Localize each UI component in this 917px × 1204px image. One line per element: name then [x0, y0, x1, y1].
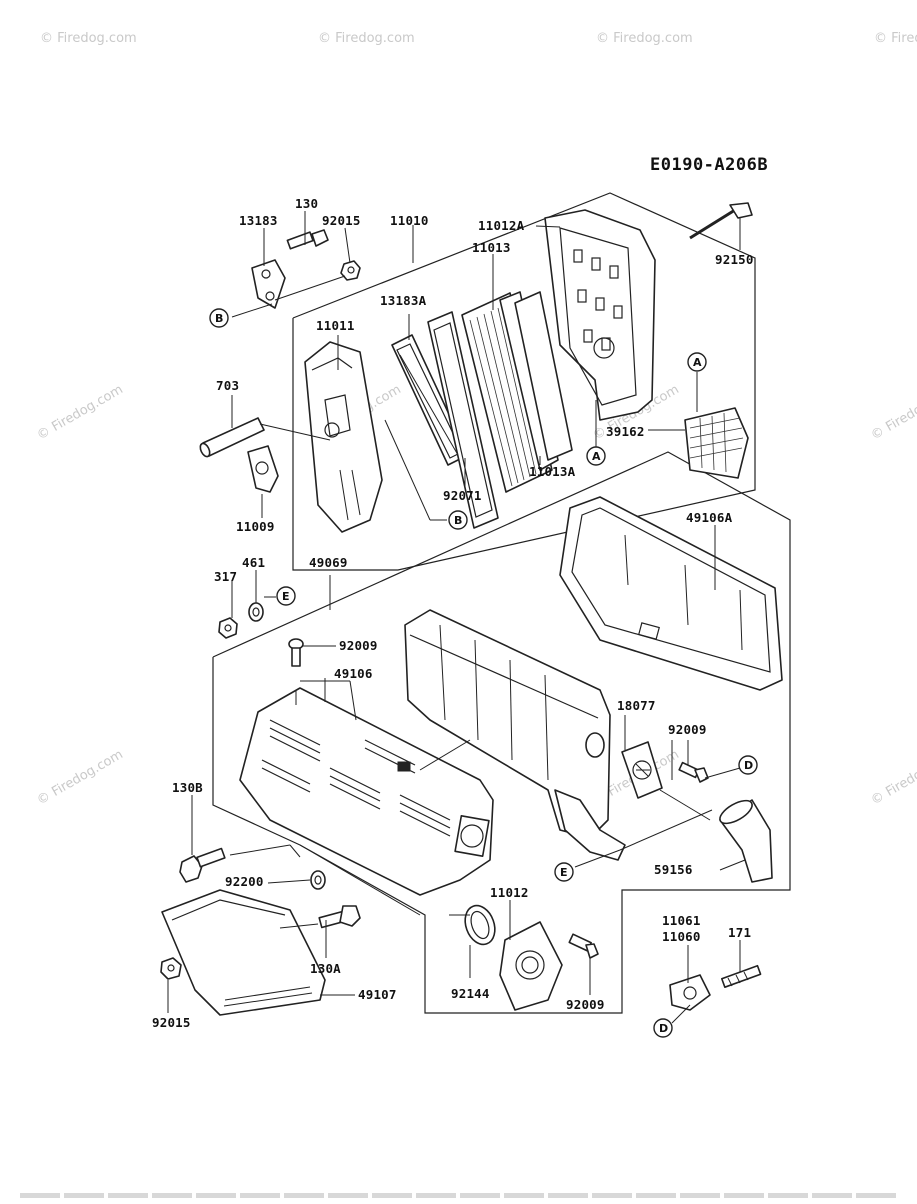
heat-shield-49106A-part: [560, 497, 782, 690]
svg-text:B: B: [215, 312, 223, 325]
part-label: 92200: [225, 874, 264, 889]
callout-a-lower: A: [587, 447, 605, 465]
part-label: 11009: [236, 519, 275, 534]
gasket-11009-part: [248, 446, 278, 492]
svg-text:A: A: [693, 356, 702, 369]
part-label: 13183: [239, 213, 278, 228]
watermark-text: © Firedog.com: [596, 31, 693, 46]
part-label: 49107: [358, 987, 397, 1002]
part-label: 49069: [309, 555, 348, 570]
part-label: 92009: [668, 722, 707, 737]
part-label: 39162: [606, 424, 645, 439]
wing-bolt-92150-part: [690, 203, 752, 238]
part-label: 11011: [316, 318, 355, 333]
nut-317-part: [219, 618, 237, 638]
watermark-text: © Firedog.com: [874, 31, 917, 46]
svg-text:D: D: [659, 1022, 668, 1035]
bolt-130A-part: [319, 906, 360, 927]
part-label: 92150: [715, 252, 754, 267]
callout-b-lower: B: [449, 511, 467, 529]
watermark-text: © Firedog.com: [35, 747, 126, 808]
washer-92200-part: [311, 871, 325, 889]
part-label: 130A: [310, 961, 341, 976]
part-label: 92015: [322, 213, 361, 228]
watermark-text: © Firedog.com: [318, 31, 415, 46]
washer-461-part: [249, 603, 263, 621]
part-label: 11061: [662, 913, 701, 928]
watermark-text: © Firedog.com: [35, 382, 126, 443]
part-label: 703: [216, 378, 239, 393]
part-label: 11060: [662, 929, 701, 944]
part-label: 317: [214, 569, 237, 584]
watermark-text: © Firedog.com: [869, 747, 917, 808]
cover-11012A-part: [545, 210, 655, 420]
part-label: 92009: [339, 638, 378, 653]
svg-text:A: A: [592, 450, 601, 463]
callout-d-lower: D: [654, 1019, 672, 1037]
part-label: 11012: [490, 885, 529, 900]
gasket-11061-part: [670, 975, 710, 1010]
part-label: 11013A: [529, 464, 576, 479]
part-label: 13183A: [380, 293, 427, 308]
part-label: 92071: [443, 488, 482, 503]
part-label: 92015: [152, 1015, 191, 1030]
part-label: 92144: [451, 986, 490, 1001]
page-bottom-edge: [20, 1193, 900, 1198]
part-label: 171: [728, 925, 751, 940]
watermark-text: © Firedog.com: [40, 31, 137, 46]
nut-92015-top-part: [341, 261, 360, 280]
part-label: 130: [295, 196, 318, 211]
nut-92015-bottom-part: [161, 958, 181, 979]
callout-d-upper: D: [739, 756, 757, 774]
diagram-code: E0190-A206B: [650, 155, 768, 175]
callout-e-lower: E: [555, 863, 573, 881]
screen-39162-part: [685, 408, 748, 478]
part-label: 11012A: [478, 218, 525, 233]
clamp-92144-part: [460, 901, 500, 948]
watermark-text: © Firedog.com: [869, 382, 917, 443]
callout-a-upper: A: [688, 353, 706, 371]
part-label: 11010: [390, 213, 429, 228]
part-label: 49106: [334, 666, 373, 681]
elbow-pipe-59156-part: [716, 796, 772, 882]
svg-text:D: D: [744, 759, 753, 772]
bracket-13183-part: [252, 260, 285, 308]
part-label: 130B: [172, 780, 203, 795]
bolt-130B-part: [180, 849, 225, 882]
bolt-92009-b-part: [679, 763, 708, 782]
bolt-130-part: [287, 230, 328, 249]
part-label: 49106A: [686, 510, 733, 525]
svg-text:E: E: [282, 590, 290, 603]
stud-171-part: [722, 966, 761, 987]
part-label: 92009: [566, 997, 605, 1012]
svg-text:B: B: [454, 514, 462, 527]
svg-text:E: E: [560, 866, 568, 879]
flange-11012-part: [500, 922, 562, 1010]
part-label: 461: [242, 555, 265, 570]
bolt-92009-c-part: [569, 934, 598, 958]
callout-b-top: B: [210, 309, 228, 327]
part-label: 59156: [654, 862, 693, 877]
part-label: 11013: [472, 240, 511, 255]
lower-guard-49107-part: [162, 890, 325, 1015]
callout-e-upper: E: [277, 587, 295, 605]
bolt-92009-a-part: [289, 639, 303, 666]
part-label: 18077: [617, 698, 656, 713]
